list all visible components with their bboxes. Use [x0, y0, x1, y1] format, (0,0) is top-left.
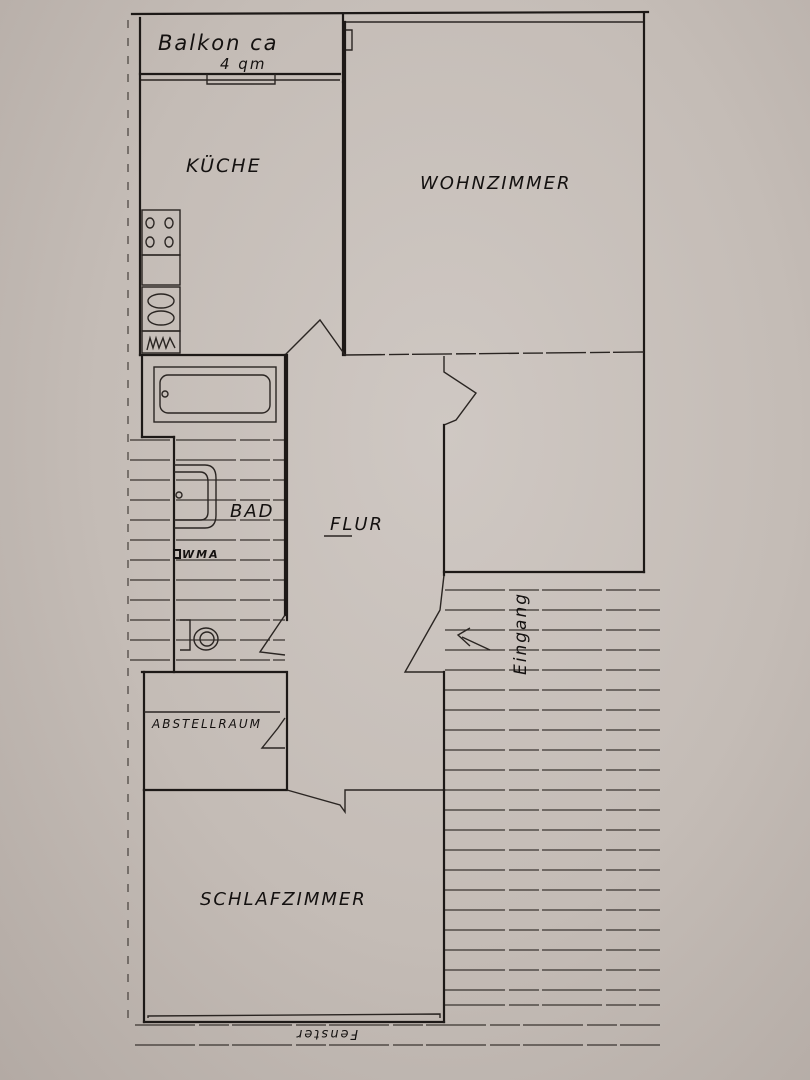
storage-label: ABSTELLRAUM [151, 717, 262, 731]
washbasin-icon [174, 464, 217, 529]
bathtub-icon [153, 366, 277, 423]
window-note-label: Fenster [295, 1026, 358, 1041]
balcony-label: Balkon ca [158, 31, 279, 55]
arrow-up-left-icon [456, 627, 491, 651]
bathroom-hatching [176, 439, 285, 661]
storage-room [142, 670, 287, 792]
bedroom [142, 788, 446, 1024]
balcony [138, 12, 353, 85]
entrance-label: Eingang [511, 592, 531, 675]
bathroom-label: BAD [230, 501, 275, 522]
bathroom [140, 353, 287, 674]
washing-machine-icon [173, 549, 181, 559]
exterior-hatching-left [130, 439, 170, 661]
bedroom-door [286, 789, 444, 815]
balcony-area-label: 4 qm [220, 55, 266, 73]
toilet-icon [180, 619, 191, 651]
kitchen [138, 78, 345, 357]
living-room-label: WOHNZIMMER [420, 173, 572, 194]
kitchen-door [284, 318, 346, 356]
outer-border-top [130, 10, 650, 16]
bedroom-label: SCHLAFZIMMER [200, 889, 367, 910]
hallway-label: FLUR [330, 514, 384, 535]
hallway [285, 353, 446, 792]
stove-icon [141, 209, 181, 256]
dishwasher-icon [141, 330, 181, 354]
living-room [343, 12, 646, 574]
exterior-hatching-right [135, 589, 660, 1046]
kitchen-label: KÜCHE [186, 154, 262, 177]
washing-machine-label: WMA [182, 548, 220, 561]
counter-icon [141, 254, 181, 286]
entrance-door [403, 574, 445, 673]
